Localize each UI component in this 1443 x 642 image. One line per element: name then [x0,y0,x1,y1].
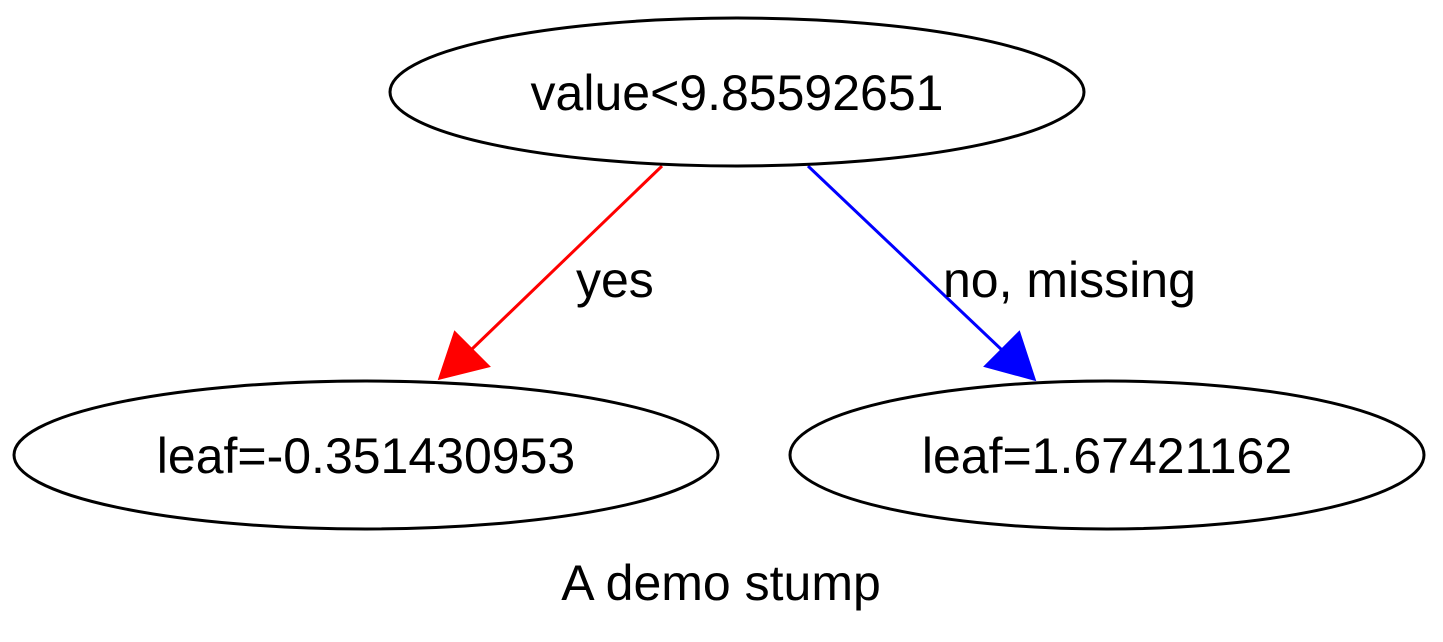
leaf-node-left-shape [12,379,720,531]
edge-no-missing-arrowhead [983,330,1037,382]
edge-no-missing [806,164,1037,382]
edge-yes-line [469,164,664,352]
diagram-caption: A demo stump [561,555,881,611]
root-node-shape [388,16,1086,168]
edge-yes [437,164,664,381]
edge-yes-label: yes [576,252,654,308]
leaf-node-left-label: leaf=-0.351430953 [157,428,575,484]
leaf-node-right-label: leaf=1.67421162 [922,428,1292,484]
edge-no-missing-line [806,164,1005,353]
leaf-node-right: leaf=1.67421162 [788,379,1426,531]
edge-yes-arrowhead [437,330,491,381]
root-node: value<9.85592651 [388,16,1086,168]
edge-no-missing-label: no, missing [943,252,1196,308]
leaf-node-right-shape [788,379,1426,531]
root-node-label: value<9.85592651 [531,65,944,121]
leaf-node-left: leaf=-0.351430953 [12,379,720,531]
